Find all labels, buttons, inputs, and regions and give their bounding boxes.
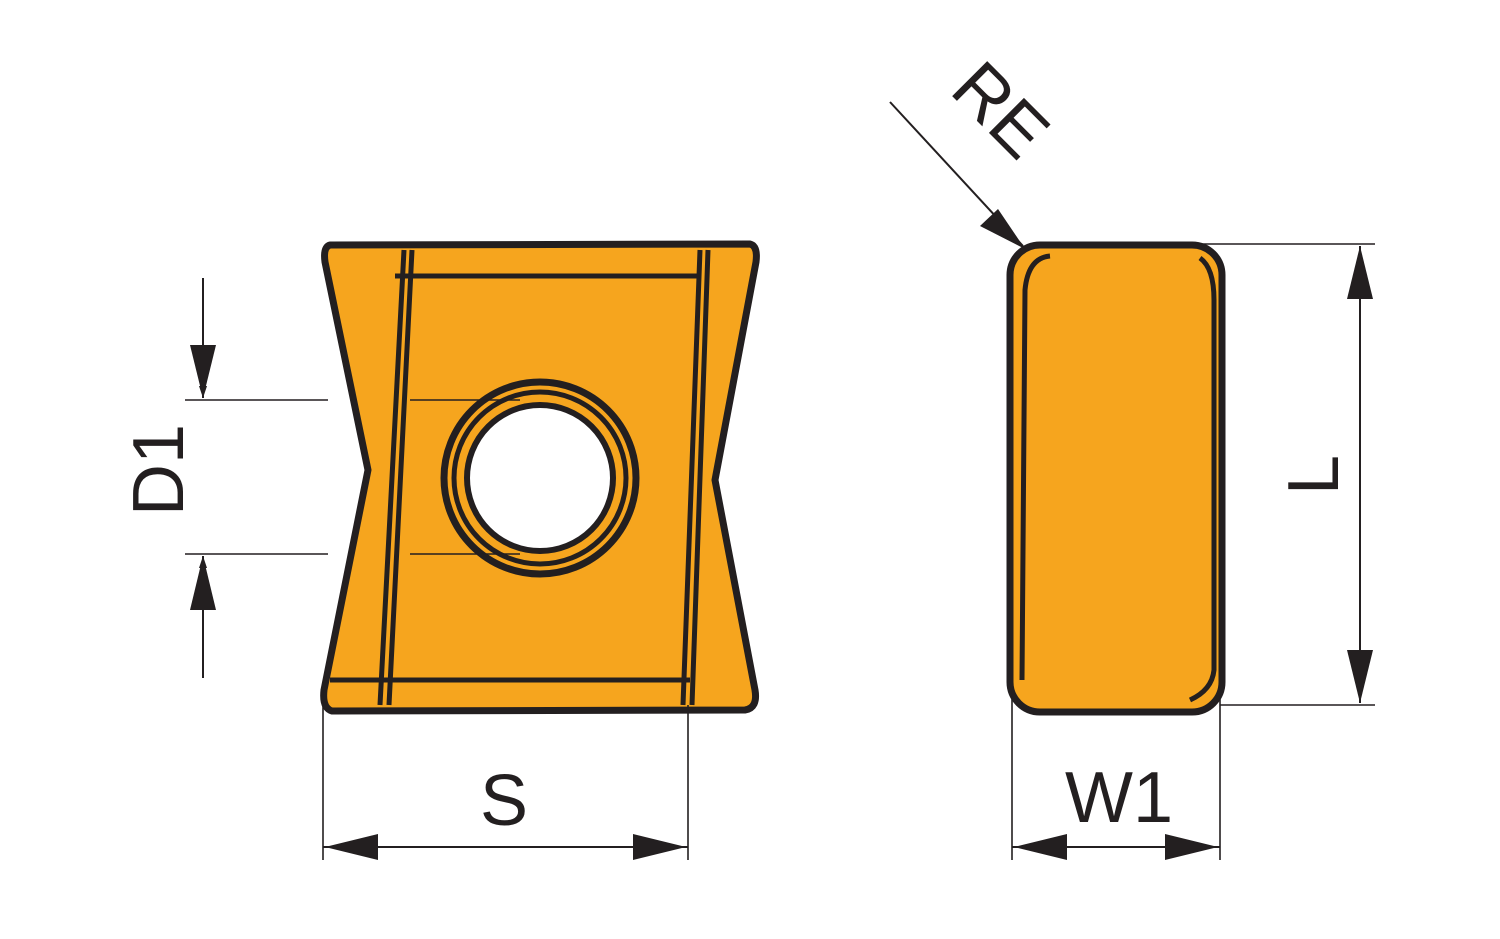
- re-label: RE: [937, 47, 1064, 174]
- insert-front-view: [320, 240, 760, 715]
- side-inner-edge: [1019, 253, 1217, 703]
- d1-label: D1: [119, 424, 199, 516]
- re-dimension: RE: [889, 47, 1064, 249]
- insert-side-view: [1006, 241, 1226, 716]
- w1-label: W1: [1065, 758, 1173, 838]
- hole: [464, 402, 616, 554]
- side-outline: [1006, 241, 1226, 716]
- hole-ring-inner: [451, 389, 629, 567]
- l-label: L: [1274, 455, 1354, 495]
- insert-top-face: [377, 249, 711, 706]
- insert-edge-lines: [330, 273, 700, 683]
- l-dimension: L: [1195, 243, 1375, 706]
- w1-dimension: W1: [1011, 690, 1221, 860]
- s-label: S: [480, 761, 528, 841]
- d1-dimension: D1: [119, 278, 520, 678]
- s-dimension: S: [322, 690, 689, 860]
